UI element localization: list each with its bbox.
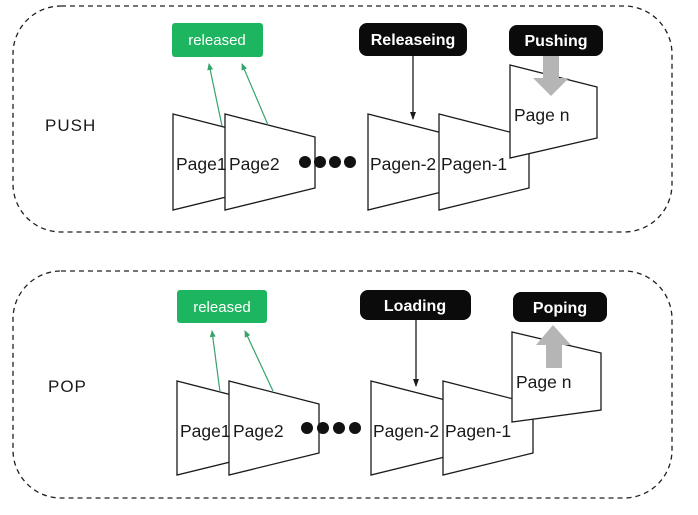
pagen-1-shape <box>442 380 534 476</box>
release-arrow-from-page1 <box>207 63 223 127</box>
more-pages-ellipsis-icon <box>301 422 361 434</box>
dot <box>317 422 329 434</box>
dot <box>329 156 341 168</box>
pagen-2-label: Pagen-2 <box>373 421 439 441</box>
page1-label: Page1 <box>180 421 231 441</box>
poping-badge-label: Poping <box>533 300 587 317</box>
page1-label: Page1 <box>176 154 227 174</box>
pushing-badge <box>509 25 603 56</box>
release-arrow-from-page2 <box>244 330 274 392</box>
more-pages-ellipsis-icon <box>299 156 356 168</box>
pop-dashed-frame <box>12 270 673 499</box>
page2-label: Page2 <box>233 421 284 441</box>
released-badge <box>172 23 263 57</box>
dot <box>301 422 313 434</box>
page2-shape <box>228 380 320 476</box>
page2-label: Page2 <box>229 154 280 174</box>
pagen-1-shape <box>438 113 530 211</box>
released-badge-label: released <box>188 32 246 49</box>
loading-badge <box>360 290 471 320</box>
releasing-badge-label: Releaseing <box>371 32 455 49</box>
pagen-1-label: Pagen-1 <box>445 421 511 441</box>
dot <box>344 156 356 168</box>
pop-direction-arrow-icon <box>536 325 571 368</box>
released-badge-label: released <box>193 299 251 316</box>
release-arrow-from-page1 <box>209 330 221 393</box>
page-n-label: Page n <box>516 372 571 392</box>
release-arrow-from-page2 <box>241 63 269 126</box>
push-direction-arrow-icon <box>533 56 569 96</box>
push-section-label: PUSH <box>45 116 96 135</box>
page-n-shape <box>511 331 602 423</box>
push-dashed-frame <box>12 5 673 233</box>
dot <box>314 156 326 168</box>
page-n-shape <box>509 64 598 159</box>
dot <box>349 422 361 434</box>
pop-section-label: POP <box>48 377 87 396</box>
loading-badge-label: Loading <box>384 298 446 315</box>
dot <box>299 156 311 168</box>
push-section: PUSH Page1 Page2 Pagen-2 Pagen-1 Page n … <box>12 5 673 233</box>
page2-shape <box>224 113 316 211</box>
released-badge <box>177 290 267 323</box>
pop-section: POP Page1 Page2 Pagen-2 Pagen-1 Page n r… <box>12 270 673 499</box>
poping-badge <box>513 292 607 322</box>
pagen-1-label: Pagen-1 <box>441 154 507 174</box>
pagen-2-label: Pagen-2 <box>370 154 436 174</box>
pushing-badge-label: Pushing <box>524 33 587 50</box>
page-n-label: Page n <box>514 105 569 125</box>
releasing-badge <box>359 23 467 56</box>
dot <box>333 422 345 434</box>
